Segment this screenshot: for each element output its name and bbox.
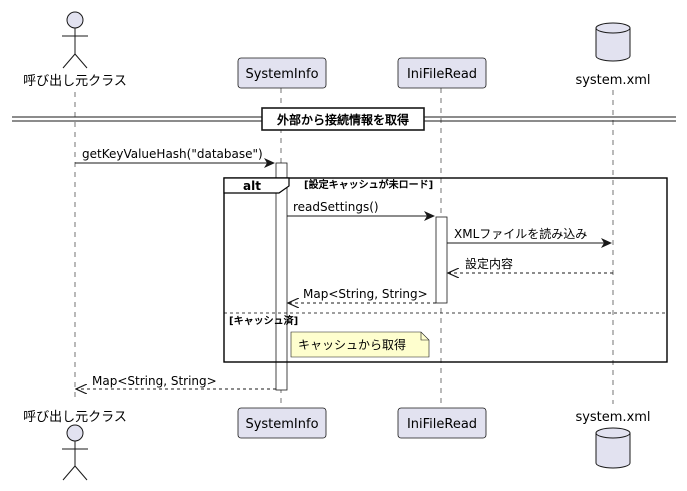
database-icon xyxy=(595,433,631,469)
message-5: Map<String, String> xyxy=(289,287,436,303)
database-top-ellipse xyxy=(595,427,631,439)
note-body xyxy=(290,331,430,358)
participant-systeminfo-bottom: SystemInfo xyxy=(237,407,327,439)
alt-guard-2: [キャッシュ済] xyxy=(229,314,298,327)
participant-systeminfo-label: SystemInfo xyxy=(245,67,318,82)
participant-inifileread-bottom: IniFileRead xyxy=(397,407,487,439)
actor-leg-right xyxy=(74,53,88,69)
alt-fragment-tab xyxy=(223,177,290,194)
participant-inifileread-label: IniFileRead xyxy=(407,417,477,432)
message-1: getKeyValueHash("database") xyxy=(75,147,275,168)
note-corner xyxy=(420,332,429,341)
activation-inifileread xyxy=(435,216,448,304)
message-label: readSettings() xyxy=(293,200,379,214)
activation-systeminfo xyxy=(275,162,288,391)
alt-fragment-frame xyxy=(223,177,668,363)
participant-box xyxy=(237,407,327,439)
database-icon xyxy=(595,28,631,62)
message-label: getKeyValueHash("database") xyxy=(82,147,263,161)
actor-head xyxy=(66,11,84,29)
message-4: 設定内容 xyxy=(449,256,613,273)
actor-caller-top: 呼び出し元クラス xyxy=(23,11,127,89)
actor-leg-left xyxy=(62,53,76,69)
note-text: キャッシュから取得 xyxy=(298,337,406,352)
message-label: 設定内容 xyxy=(465,256,513,271)
participant-box xyxy=(237,57,327,89)
message-label: Map<String, String> xyxy=(92,374,217,388)
participant-caller-label: 呼び出し元クラス xyxy=(23,74,127,89)
participant-systemxml-label: system.xml xyxy=(575,73,650,88)
message-label: XMLファイルを読み込み xyxy=(454,226,587,241)
divider-title-box xyxy=(261,107,425,131)
participant-inifileread-label: IniFileRead xyxy=(407,67,477,82)
divider: 外部から接続情報を取得 xyxy=(12,107,676,131)
participant-box xyxy=(397,407,487,439)
participant-caller-label: 呼び出し元クラス xyxy=(23,410,127,425)
participant-systeminfo-label: SystemInfo xyxy=(245,417,318,432)
alt-guard-1: [設定キャッシュが未ロード] xyxy=(304,178,433,191)
actor-caller-bottom: 呼び出し元クラス xyxy=(23,410,127,481)
actor-leg-right xyxy=(74,465,88,481)
message-2: readSettings() xyxy=(287,200,435,221)
actor-leg-left xyxy=(62,465,76,481)
alt-keyword: alt xyxy=(243,179,261,193)
database-systemxml-top: system.xml xyxy=(575,22,651,88)
note: キャッシュから取得 xyxy=(290,331,430,358)
message-3: XMLファイルを読み込み xyxy=(447,226,612,248)
actor-head xyxy=(66,424,84,442)
database-top-ellipse xyxy=(595,22,631,34)
message-6: Map<String, String> xyxy=(77,374,276,389)
message-label: Map<String, String> xyxy=(303,287,428,301)
divider-title: 外部から接続情報を取得 xyxy=(277,112,409,127)
participant-systeminfo-top: SystemInfo xyxy=(237,57,327,89)
alt-fragment: alt [設定キャッシュが未ロード] [キャッシュ済] xyxy=(223,177,668,363)
participant-inifileread-top: IniFileRead xyxy=(397,57,487,89)
database-systemxml-bottom: system.xml xyxy=(575,410,651,469)
participant-box xyxy=(397,57,487,89)
participant-systemxml-label: system.xml xyxy=(575,410,650,425)
